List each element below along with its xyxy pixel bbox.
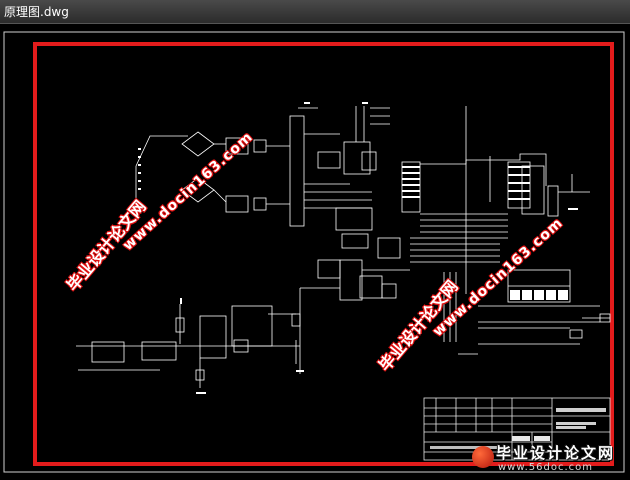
title-block-text bbox=[556, 422, 596, 425]
window-titlebar: 原理图.dwg bbox=[0, 0, 630, 24]
logo-icon bbox=[472, 446, 494, 468]
ic-pins bbox=[402, 166, 530, 200]
schematic-drawing bbox=[3, 31, 625, 473]
array-blocks bbox=[510, 290, 568, 300]
title-block-text bbox=[556, 408, 606, 412]
left-circuit bbox=[135, 115, 372, 227]
red-border-frame bbox=[33, 42, 614, 466]
title-block-text bbox=[556, 426, 586, 429]
outer-frame bbox=[3, 31, 625, 473]
small-marks bbox=[180, 102, 578, 394]
title-block bbox=[423, 397, 611, 461]
right-array bbox=[443, 269, 611, 355]
title-block-fill bbox=[512, 436, 530, 441]
footer-logo: 毕业设计论文网 www.56doc.com bbox=[466, 440, 630, 480]
central-bus bbox=[401, 153, 590, 263]
title-block-fill bbox=[534, 436, 550, 441]
pin-dots bbox=[138, 148, 141, 190]
logo-url: www.56doc.com bbox=[498, 462, 594, 473]
logo-name: 毕业设计论文网 bbox=[496, 444, 616, 462]
drawing-canvas[interactable]: 毕业设计论文网 www.docin163.com 毕业设计论文网 www.doc… bbox=[0, 24, 630, 480]
upper-middle-circuit bbox=[298, 106, 467, 294]
window-title: 原理图.dwg bbox=[4, 5, 69, 19]
middle-circuit bbox=[299, 207, 410, 374]
title-block-text bbox=[430, 446, 500, 449]
lower-left-circuit bbox=[76, 304, 301, 388]
